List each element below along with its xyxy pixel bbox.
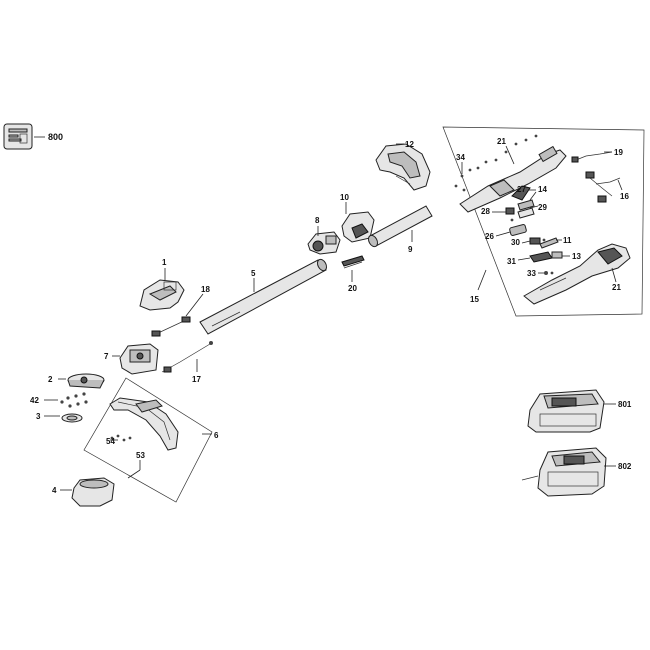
callout-802: 802 — [618, 462, 632, 471]
callout-31: 31 — [507, 257, 516, 266]
part-5-lower-tube — [199, 258, 328, 335]
callout-42: 42 — [30, 396, 39, 405]
callout-28: 28 — [481, 207, 490, 216]
callout-8: 8 — [315, 216, 320, 225]
part-6-guard-kit — [83, 377, 213, 503]
callout-14: 14 — [538, 185, 547, 194]
callout-16: 16 — [620, 192, 629, 201]
callout-4: 4 — [52, 486, 57, 495]
callout-11: 11 — [563, 236, 572, 245]
callout-27: 27 — [517, 185, 526, 194]
part-801-battery — [527, 389, 605, 433]
callout-26: 26 — [485, 232, 494, 241]
part-3-spacer — [61, 413, 83, 423]
callout-9: 9 — [408, 245, 413, 254]
part-20-clip — [341, 255, 365, 269]
callout-15: 15 — [470, 295, 479, 304]
part-1-motor-housing — [139, 279, 185, 311]
callout-21-lower: 21 — [612, 283, 621, 292]
callout-18: 18 — [201, 285, 210, 294]
callout-34: 34 — [456, 153, 465, 162]
callout-5: 5 — [251, 269, 256, 278]
callout-13: 13 — [572, 252, 581, 261]
callout-3: 3 — [36, 412, 41, 421]
callout-800: 800 — [48, 132, 63, 142]
part-17-cable — [161, 341, 213, 373]
part-10-knob — [341, 211, 375, 243]
callout-29: 29 — [538, 203, 547, 212]
callout-7: 7 — [104, 352, 109, 361]
part-18-wire — [151, 316, 191, 337]
callout-33: 33 — [527, 269, 536, 278]
part-802-charger — [521, 447, 607, 497]
callout-17: 17 — [192, 375, 201, 384]
callout-19: 19 — [614, 148, 623, 157]
callout-53: 53 — [136, 451, 145, 460]
callout-20: 20 — [348, 284, 357, 293]
callout-1: 1 — [162, 258, 167, 267]
callout-10: 10 — [340, 193, 349, 202]
part-4-spool — [71, 477, 115, 507]
callout-21-upper: 21 — [497, 137, 506, 146]
part-9-upper-tube — [367, 205, 433, 248]
part-12-aux-handle — [375, 143, 431, 191]
part-42-screws — [60, 392, 88, 408]
part-2-spool-housing — [67, 373, 105, 389]
part-15-handle-assembly — [442, 126, 645, 317]
callout-12: 12 — [405, 140, 414, 149]
part-8-coupler — [307, 231, 341, 255]
callout-2: 2 — [48, 375, 53, 384]
callout-6: 6 — [214, 431, 219, 440]
callout-801: 801 — [618, 400, 632, 409]
part-800-manual — [3, 123, 33, 150]
callout-54: 54 — [106, 437, 115, 446]
part-7-motor — [119, 343, 159, 375]
callout-30: 30 — [511, 238, 520, 247]
